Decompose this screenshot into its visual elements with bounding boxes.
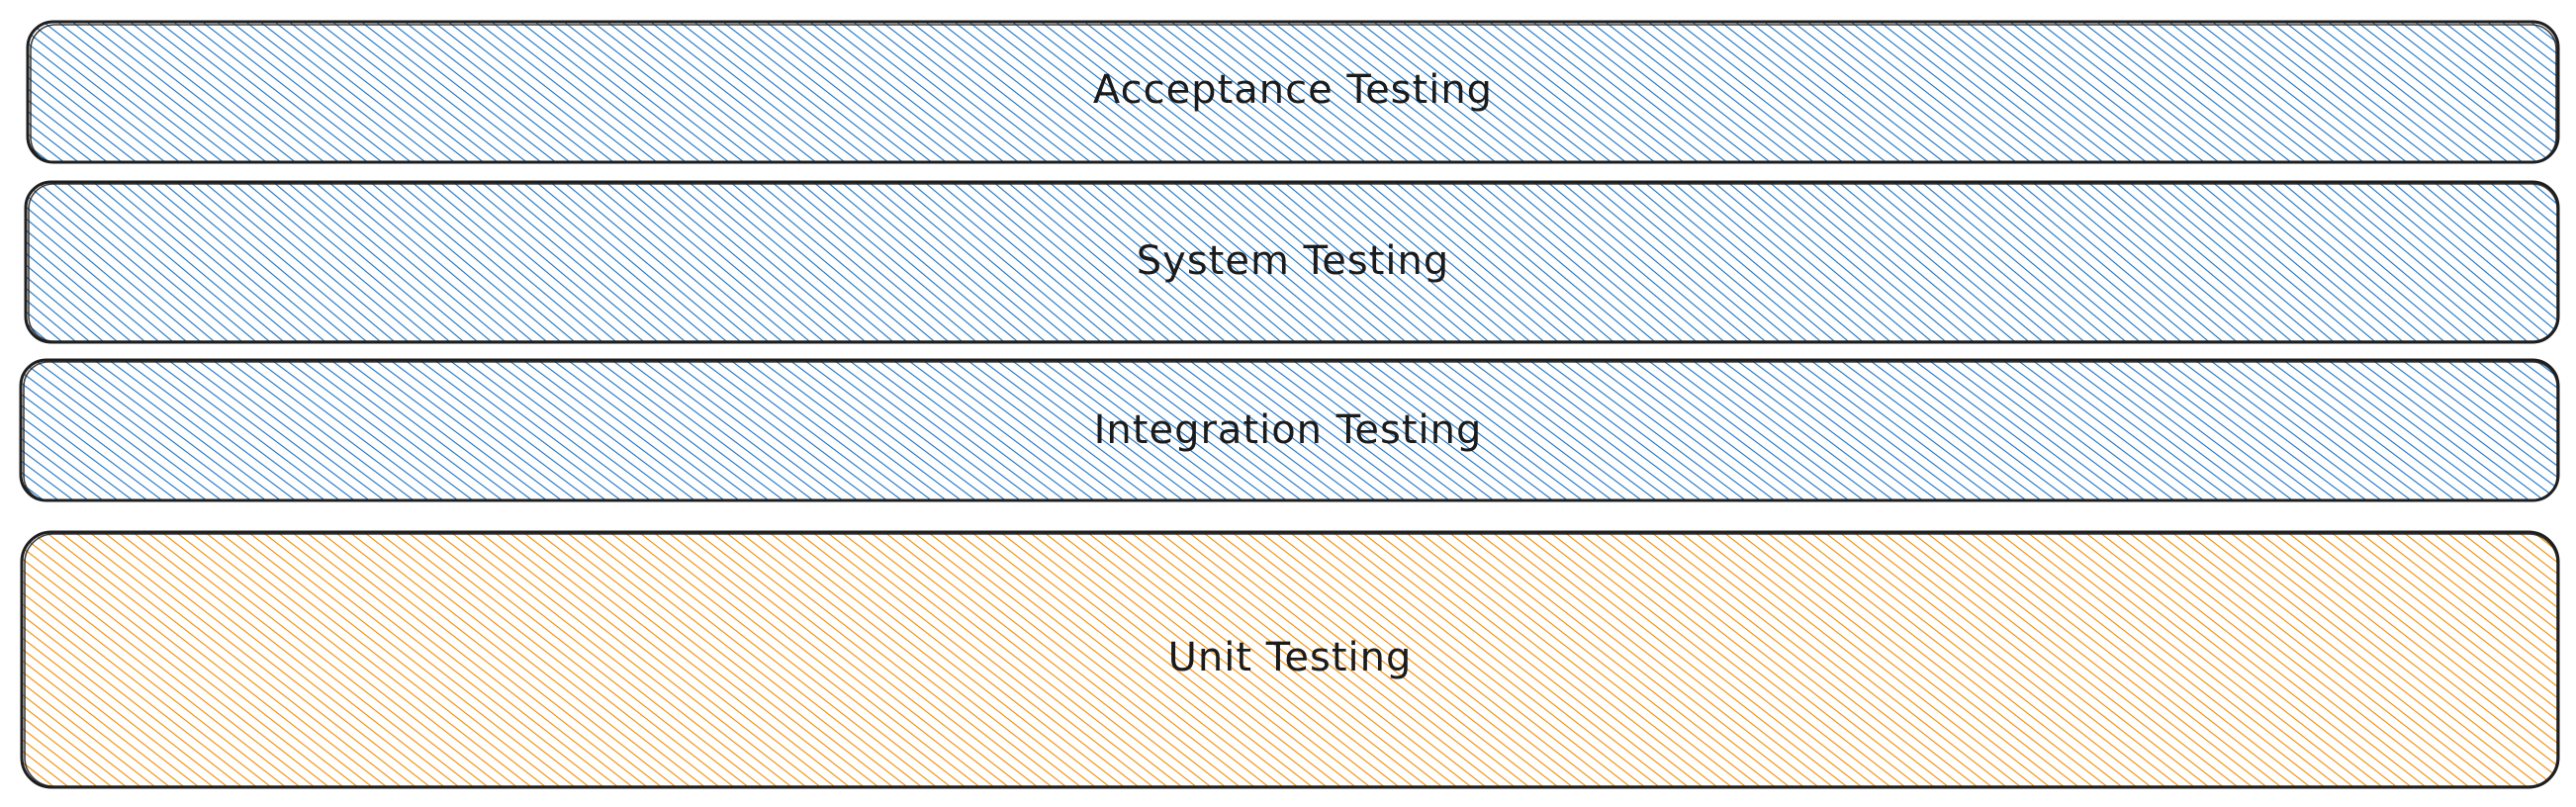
layer-acceptance-fill — [28, 22, 2558, 162]
layer-system: System Testing — [24, 180, 2560, 344]
layer-unit: Unit Testing — [20, 530, 2560, 789]
layer-acceptance-label: Acceptance Testing — [1093, 67, 1493, 113]
layer-system-border-sketch — [28, 183, 2558, 342]
layer-system-fill — [26, 182, 2558, 342]
layer-acceptance: Acceptance Testing — [26, 20, 2560, 164]
layer-acceptance-border-sketch — [30, 24, 2557, 163]
layer-integration: Integration Testing — [19, 358, 2560, 502]
layer-unit-fill — [22, 532, 2558, 787]
layer-system-label: System Testing — [1137, 238, 1450, 284]
layer-system-border — [24, 180, 2560, 344]
layer-unit-border-sketch — [24, 533, 2558, 787]
layer-integration-fill — [21, 360, 2558, 500]
layer-unit-border — [20, 530, 2560, 789]
layer-integration-label: Integration Testing — [1094, 407, 1483, 453]
layer-integration-border-sketch — [23, 361, 2558, 501]
layer-unit-label: Unit Testing — [1168, 635, 1413, 680]
